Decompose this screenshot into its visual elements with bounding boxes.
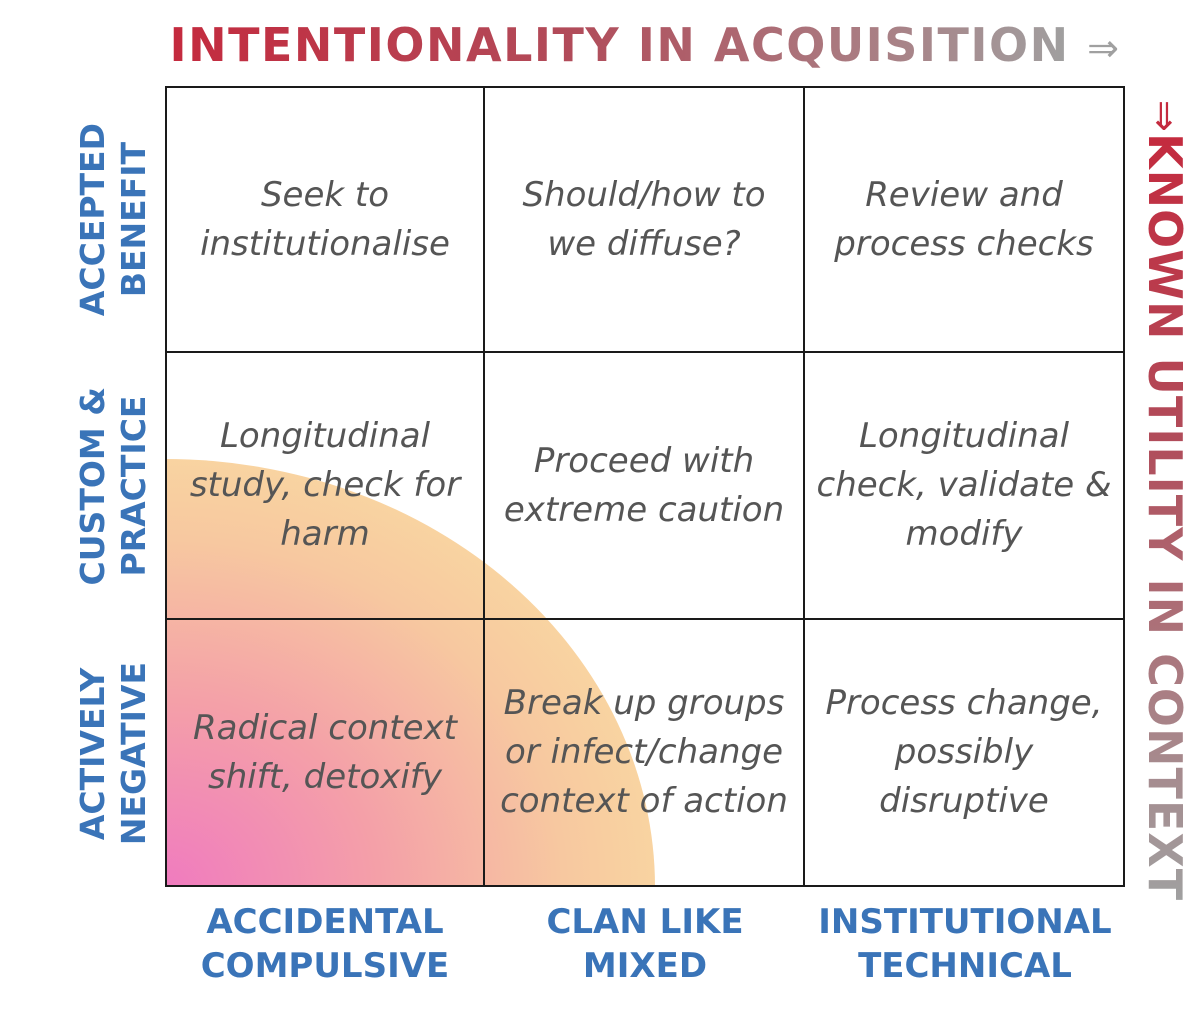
cell-accepted-clan: Should/how to we diffuse? bbox=[485, 86, 805, 353]
cell-custom-accidental: Longitudinal study, check for harm bbox=[165, 353, 485, 620]
row-label-text: ACCEPTED BENEFIT bbox=[73, 122, 153, 317]
y-axis-title-text: KNOWN UTILITY IN CONTEXT bbox=[1138, 132, 1192, 901]
row-label-text: CUSTOM & PRACTICE bbox=[73, 387, 153, 586]
column-label-institutional-technical: INSTITUTIONAL TECHNICAL bbox=[818, 902, 1112, 986]
row-label-custom-practice: CUSTOM & PRACTICE bbox=[72, 353, 154, 620]
row-label-text: ACTIVELY NEGATIVE bbox=[73, 661, 153, 846]
cell-custom-clan: Proceed with extreme caution bbox=[485, 353, 805, 620]
x-axis-title: INTENTIONALITY IN ACQUISITION ⇒ bbox=[0, 18, 1200, 72]
cell-custom-institutional: Longitudinal check, validate & modify bbox=[805, 353, 1125, 620]
row-label-accepted-benefit: ACCEPTED BENEFIT bbox=[72, 86, 154, 353]
cell-negative-clan: Break up groups or infect/change context… bbox=[485, 620, 805, 887]
row-label-actively-negative: ACTIVELY NEGATIVE bbox=[72, 620, 154, 887]
y-axis-title: ⇒KNOWN UTILITY IN CONTEXT bbox=[1135, 100, 1195, 901]
y-axis-title-group: ⇒KNOWN UTILITY IN CONTEXT bbox=[1137, 100, 1193, 901]
right-arrow-icon: ⇒ bbox=[1087, 26, 1121, 70]
x-axis-title-text: INTENTIONALITY IN ACQUISITION bbox=[169, 18, 1070, 72]
cell-negative-accidental: Radical context shift, detoxify bbox=[165, 620, 485, 887]
cell-accepted-institutional: Review and process checks bbox=[805, 86, 1125, 353]
matrix-grid: Seek to institutionalise Should/how to w… bbox=[165, 86, 1125, 887]
column-label-clan-mixed: CLAN LIKE MIXED bbox=[546, 902, 744, 986]
column-label-accidental-compulsive: ACCIDENTAL COMPULSIVE bbox=[200, 902, 450, 986]
cell-accepted-accidental: Seek to institutionalise bbox=[165, 86, 485, 353]
cell-negative-institutional: Process change, possibly disruptive bbox=[805, 620, 1125, 887]
up-arrow-icon: ⇒ bbox=[1143, 100, 1187, 133]
